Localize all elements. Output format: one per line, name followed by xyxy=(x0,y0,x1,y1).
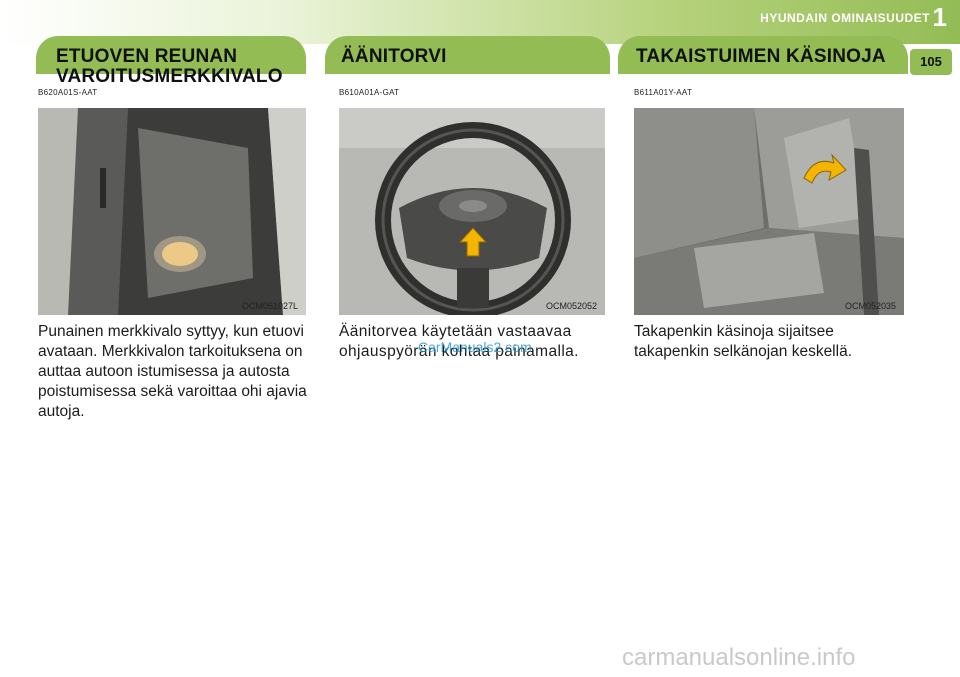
title-rear-armrest: TAKAISTUIMEN KÄSINOJA xyxy=(636,46,886,67)
code-rear-armrest: B611A01Y-AAT xyxy=(634,88,693,97)
tab-background-1 xyxy=(36,36,306,74)
steering-wheel-photo: OCM052052 xyxy=(339,108,605,315)
tab-background-3 xyxy=(618,36,908,74)
section-name: HYUNDAIN OMINAISUUDET xyxy=(760,11,930,25)
steering-wheel-illustration xyxy=(339,108,605,315)
title-door-warning-line2: VAROITUSMERKKIVALO xyxy=(56,66,283,87)
rear-seat-photo: OCM052035 xyxy=(634,108,904,315)
body-rear-armrest: Takapenkin käsinoja sijaitsee takapenkin… xyxy=(634,323,852,360)
footer-site-link[interactable]: carmanualsonline.info xyxy=(622,644,856,671)
body-door-warning: Punainen merkkivalo syttyy, kun etuovi a… xyxy=(38,323,307,420)
door-edge-photo: OCM051027L xyxy=(38,108,306,315)
code-horn: B610A01A-GAT xyxy=(339,88,400,97)
rear-seat-illustration xyxy=(634,108,904,315)
tab-background-2 xyxy=(325,36,610,74)
door-edge-illustration xyxy=(38,108,306,315)
code-door-warning: B620A01S-AAT xyxy=(38,88,98,97)
page-number: 105 xyxy=(910,49,952,75)
body-horn: Äänitorvea käytetään vastaavaa ohjauspyö… xyxy=(339,323,579,360)
image-caption-armrest: OCM052035 xyxy=(844,301,896,311)
image-caption-door: OCM051027L xyxy=(241,301,298,311)
image-caption-horn: OCM052052 xyxy=(545,301,597,311)
title-horn: ÄÄNITORVI xyxy=(341,46,447,67)
title-door-warning-line1: ETUOVEN REUNAN xyxy=(56,46,238,67)
watermark-text: CarManuals2.com xyxy=(418,339,532,355)
section-number: 1 xyxy=(932,2,947,32)
